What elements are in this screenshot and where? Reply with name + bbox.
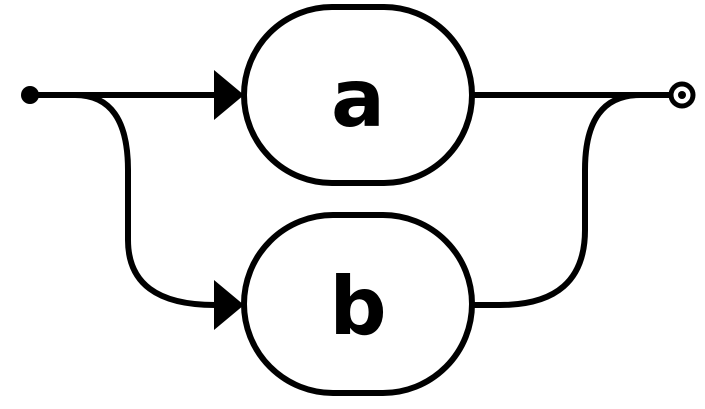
exit-track-b [469, 92, 643, 308]
choice-label-a: a [331, 52, 385, 145]
choice-node-b: b [241, 212, 475, 396]
end-terminal [668, 81, 696, 109]
branch-track-b-in [72, 92, 218, 308]
arrow-to-a [214, 70, 244, 120]
choice-node-a: a [241, 4, 475, 186]
choice-label-b: b [329, 260, 386, 353]
arrow-to-b [214, 280, 244, 330]
